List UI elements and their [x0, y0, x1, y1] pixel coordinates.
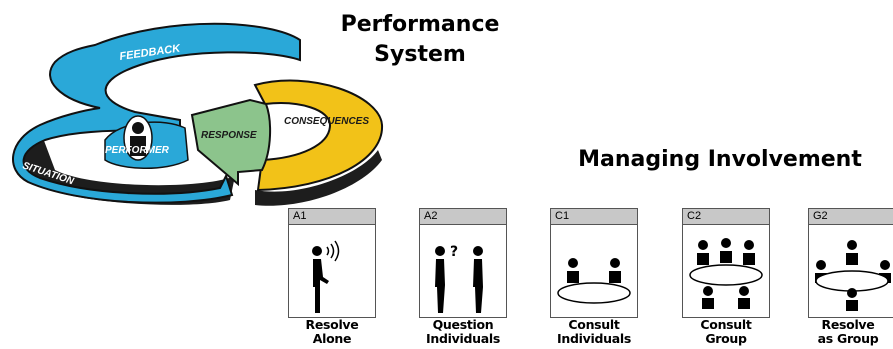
card-label-line1: Resolve — [305, 317, 359, 332]
card-label-line2: Alone — [312, 331, 352, 346]
performer-figure-icon — [123, 115, 153, 161]
card-label-line2: Individuals — [557, 331, 631, 346]
card-label-a1: Resolve Alone — [277, 318, 387, 346]
card-label-a2: Question Individuals — [408, 318, 518, 346]
card-code: G2 — [809, 209, 893, 225]
response-shape — [190, 98, 272, 187]
consequences-shape — [253, 79, 384, 192]
performance-system-title: Performance System — [330, 10, 510, 70]
consequences-label: CONSEQUENCES — [284, 116, 369, 127]
card-label-line1: Question — [432, 317, 494, 332]
two-people-table-icon — [557, 258, 631, 304]
involvement-card-a1: A1 — [288, 208, 376, 318]
card-label-line1: Consult — [700, 317, 752, 332]
svg-text:?: ? — [450, 244, 458, 260]
performance-title-line2: System — [374, 42, 466, 67]
group-around-table-icon — [815, 240, 891, 311]
single-person-speaking-icon — [312, 240, 340, 313]
involvement-card-a2: A2 ? — [419, 208, 507, 318]
involvement-card-c1: C1 — [550, 208, 638, 318]
performer-label: PERFORMER — [105, 145, 170, 156]
card-label-g2: Resolve as Group — [793, 318, 893, 346]
involvement-card-g2: G2 — [808, 208, 893, 318]
performance-title-line1: Performance — [340, 12, 500, 37]
card-label-line2: Individuals — [426, 331, 500, 346]
involvement-card-c2: C2 — [682, 208, 770, 318]
response-label: RESPONSE — [201, 130, 257, 141]
card-label-line1: Resolve — [821, 317, 875, 332]
card-label-c2: Consult Group — [671, 318, 781, 346]
card-code: A2 — [420, 209, 506, 225]
card-label-c1: Consult Individuals — [539, 318, 649, 346]
card-code: A1 — [289, 209, 375, 225]
feedback-loop-shape — [12, 22, 301, 204]
two-people-question-icon: ? — [435, 244, 483, 313]
group-at-table-icon — [689, 238, 763, 309]
managing-involvement-title: Managing Involvement — [578, 147, 862, 172]
card-label-line2: Group — [705, 331, 747, 346]
card-code: C1 — [551, 209, 637, 225]
card-label-line2: as Group — [817, 331, 879, 346]
card-label-line1: Consult — [568, 317, 620, 332]
card-code: C2 — [683, 209, 769, 225]
